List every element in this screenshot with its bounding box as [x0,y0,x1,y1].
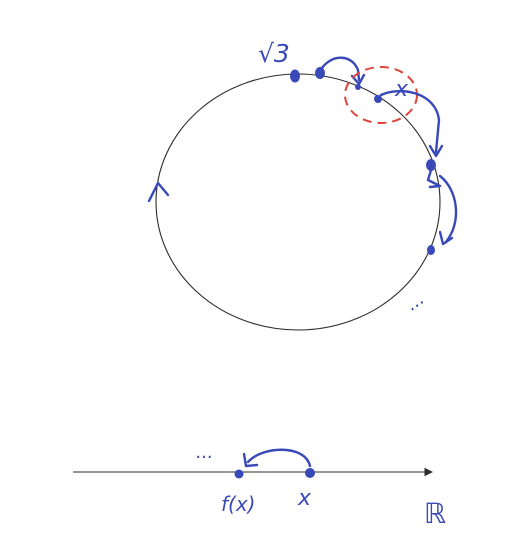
arrow-line-head [242,452,259,468]
circle-outline [155,73,441,331]
ellipsis-line: ... [196,442,213,463]
arrow-3-head [438,230,454,246]
arrow-1 [320,56,361,82]
label-reals: ℝ [424,497,446,530]
orientation-caret [147,181,170,203]
label-sqrt3: √3 [258,39,290,68]
arrow-2-head [428,144,444,158]
label-x-line: x [297,486,312,511]
point-fx [234,469,244,479]
label-x-circle: x [394,77,409,102]
point-next [315,67,325,79]
arrow-1-head [350,73,366,86]
label-fx: f(x) [221,492,255,516]
arrow-3 [426,168,458,244]
arrow-2 [379,89,441,154]
point-x-line [305,468,315,478]
point-lower [427,245,435,255]
point-x [374,95,382,103]
point-small [355,84,361,90]
point-right [426,159,436,171]
point-sqrt3 [290,69,300,83]
arrow-line [246,448,312,468]
ellipsis-circle: ... [402,288,428,315]
